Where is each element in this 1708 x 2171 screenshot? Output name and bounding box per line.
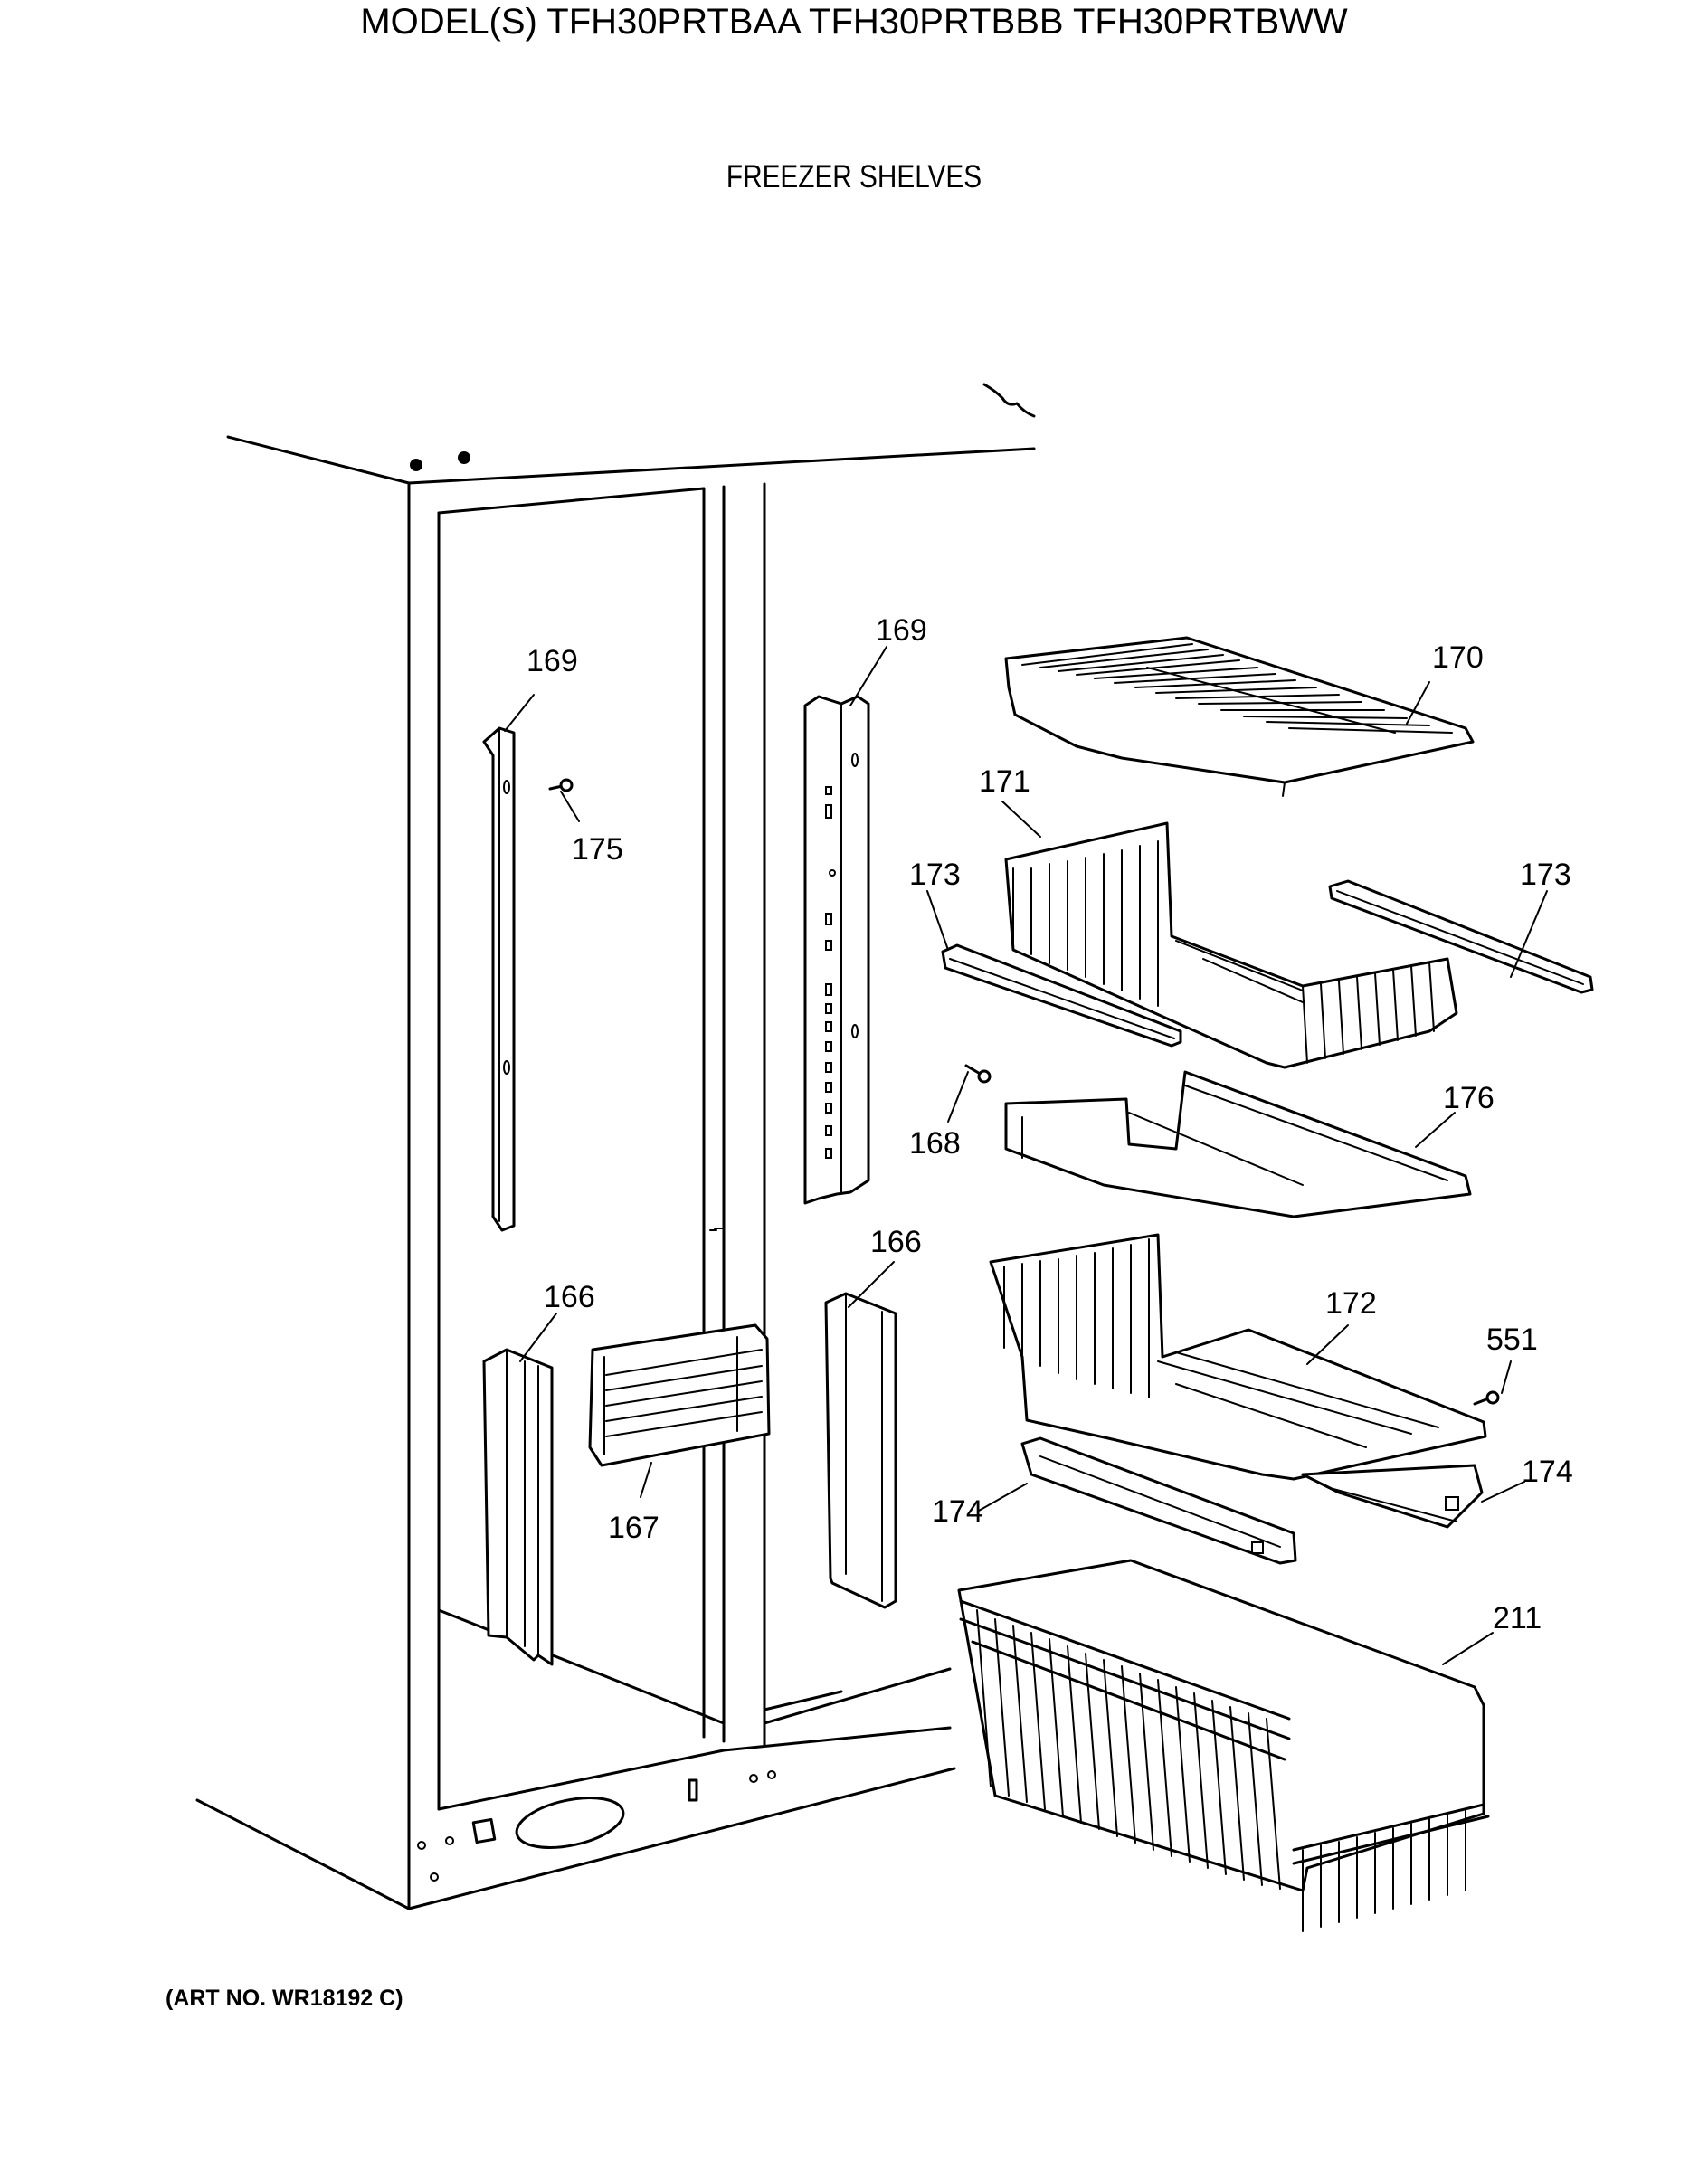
part-169-left-shelf-rail [482, 726, 516, 1232]
callout-169-left: 169 [527, 644, 578, 678]
part-174-right-slide [1301, 1464, 1484, 1529]
callout-numbers: 169 175 169 170 171 173 173 168 176 166 … [527, 613, 1573, 1635]
callout-173-left: 173 [909, 858, 961, 892]
part-176-shelf-frame [1004, 1070, 1472, 1218]
callout-174-right: 174 [1522, 1455, 1573, 1489]
callout-169-right: 169 [876, 613, 927, 648]
header: MODEL(S) TFH30PRTBAA TFH30PRTBBB TFH30PR… [0, 0, 1708, 54]
part-171-upper-basket [1004, 821, 1458, 1069]
callout-551: 551 [1486, 1323, 1538, 1357]
model-title: MODEL(S) TFH30PRTBAA TFH30PRTBBB TFH30PR… [360, 2, 1348, 42]
part-174-left-slide [1020, 1436, 1297, 1565]
callout-168: 168 [909, 1126, 961, 1161]
part-168-screw [964, 1064, 992, 1084]
callout-170: 170 [1432, 640, 1484, 675]
callout-166-left: 166 [544, 1280, 595, 1314]
part-170-shelf [1004, 636, 1475, 797]
part-173-right-rail [1328, 879, 1594, 994]
art-number: (ART NO. WR18192 C) [166, 1986, 403, 2011]
callout-211: 211 [1493, 1601, 1542, 1635]
callout-173-right: 173 [1520, 858, 1571, 892]
part-173-left-rail [941, 943, 1182, 1048]
part-172-shelf [989, 1233, 1487, 1481]
part-211-lower-basket [957, 1559, 1490, 1932]
callout-172: 172 [1325, 1286, 1377, 1321]
part-166-left-trim [482, 1348, 554, 1666]
part-175-screw [548, 778, 574, 792]
part-167-vent-cover [588, 1323, 771, 1467]
freezer-cabinet [195, 383, 1036, 1910]
part-551-screw [1473, 1390, 1500, 1406]
callout-175: 175 [572, 832, 623, 867]
callout-167: 167 [608, 1511, 659, 1545]
diagram-title: FREEZER SHELVES [726, 159, 982, 194]
callout-166-right: 166 [870, 1225, 922, 1259]
callout-176: 176 [1443, 1081, 1494, 1115]
part-166-right-trim [824, 1292, 897, 1609]
leader-lines [504, 646, 1548, 1665]
part-169-right-shelf-rail [803, 695, 870, 1205]
callout-171: 171 [979, 764, 1030, 799]
callout-174-left: 174 [932, 1494, 983, 1529]
